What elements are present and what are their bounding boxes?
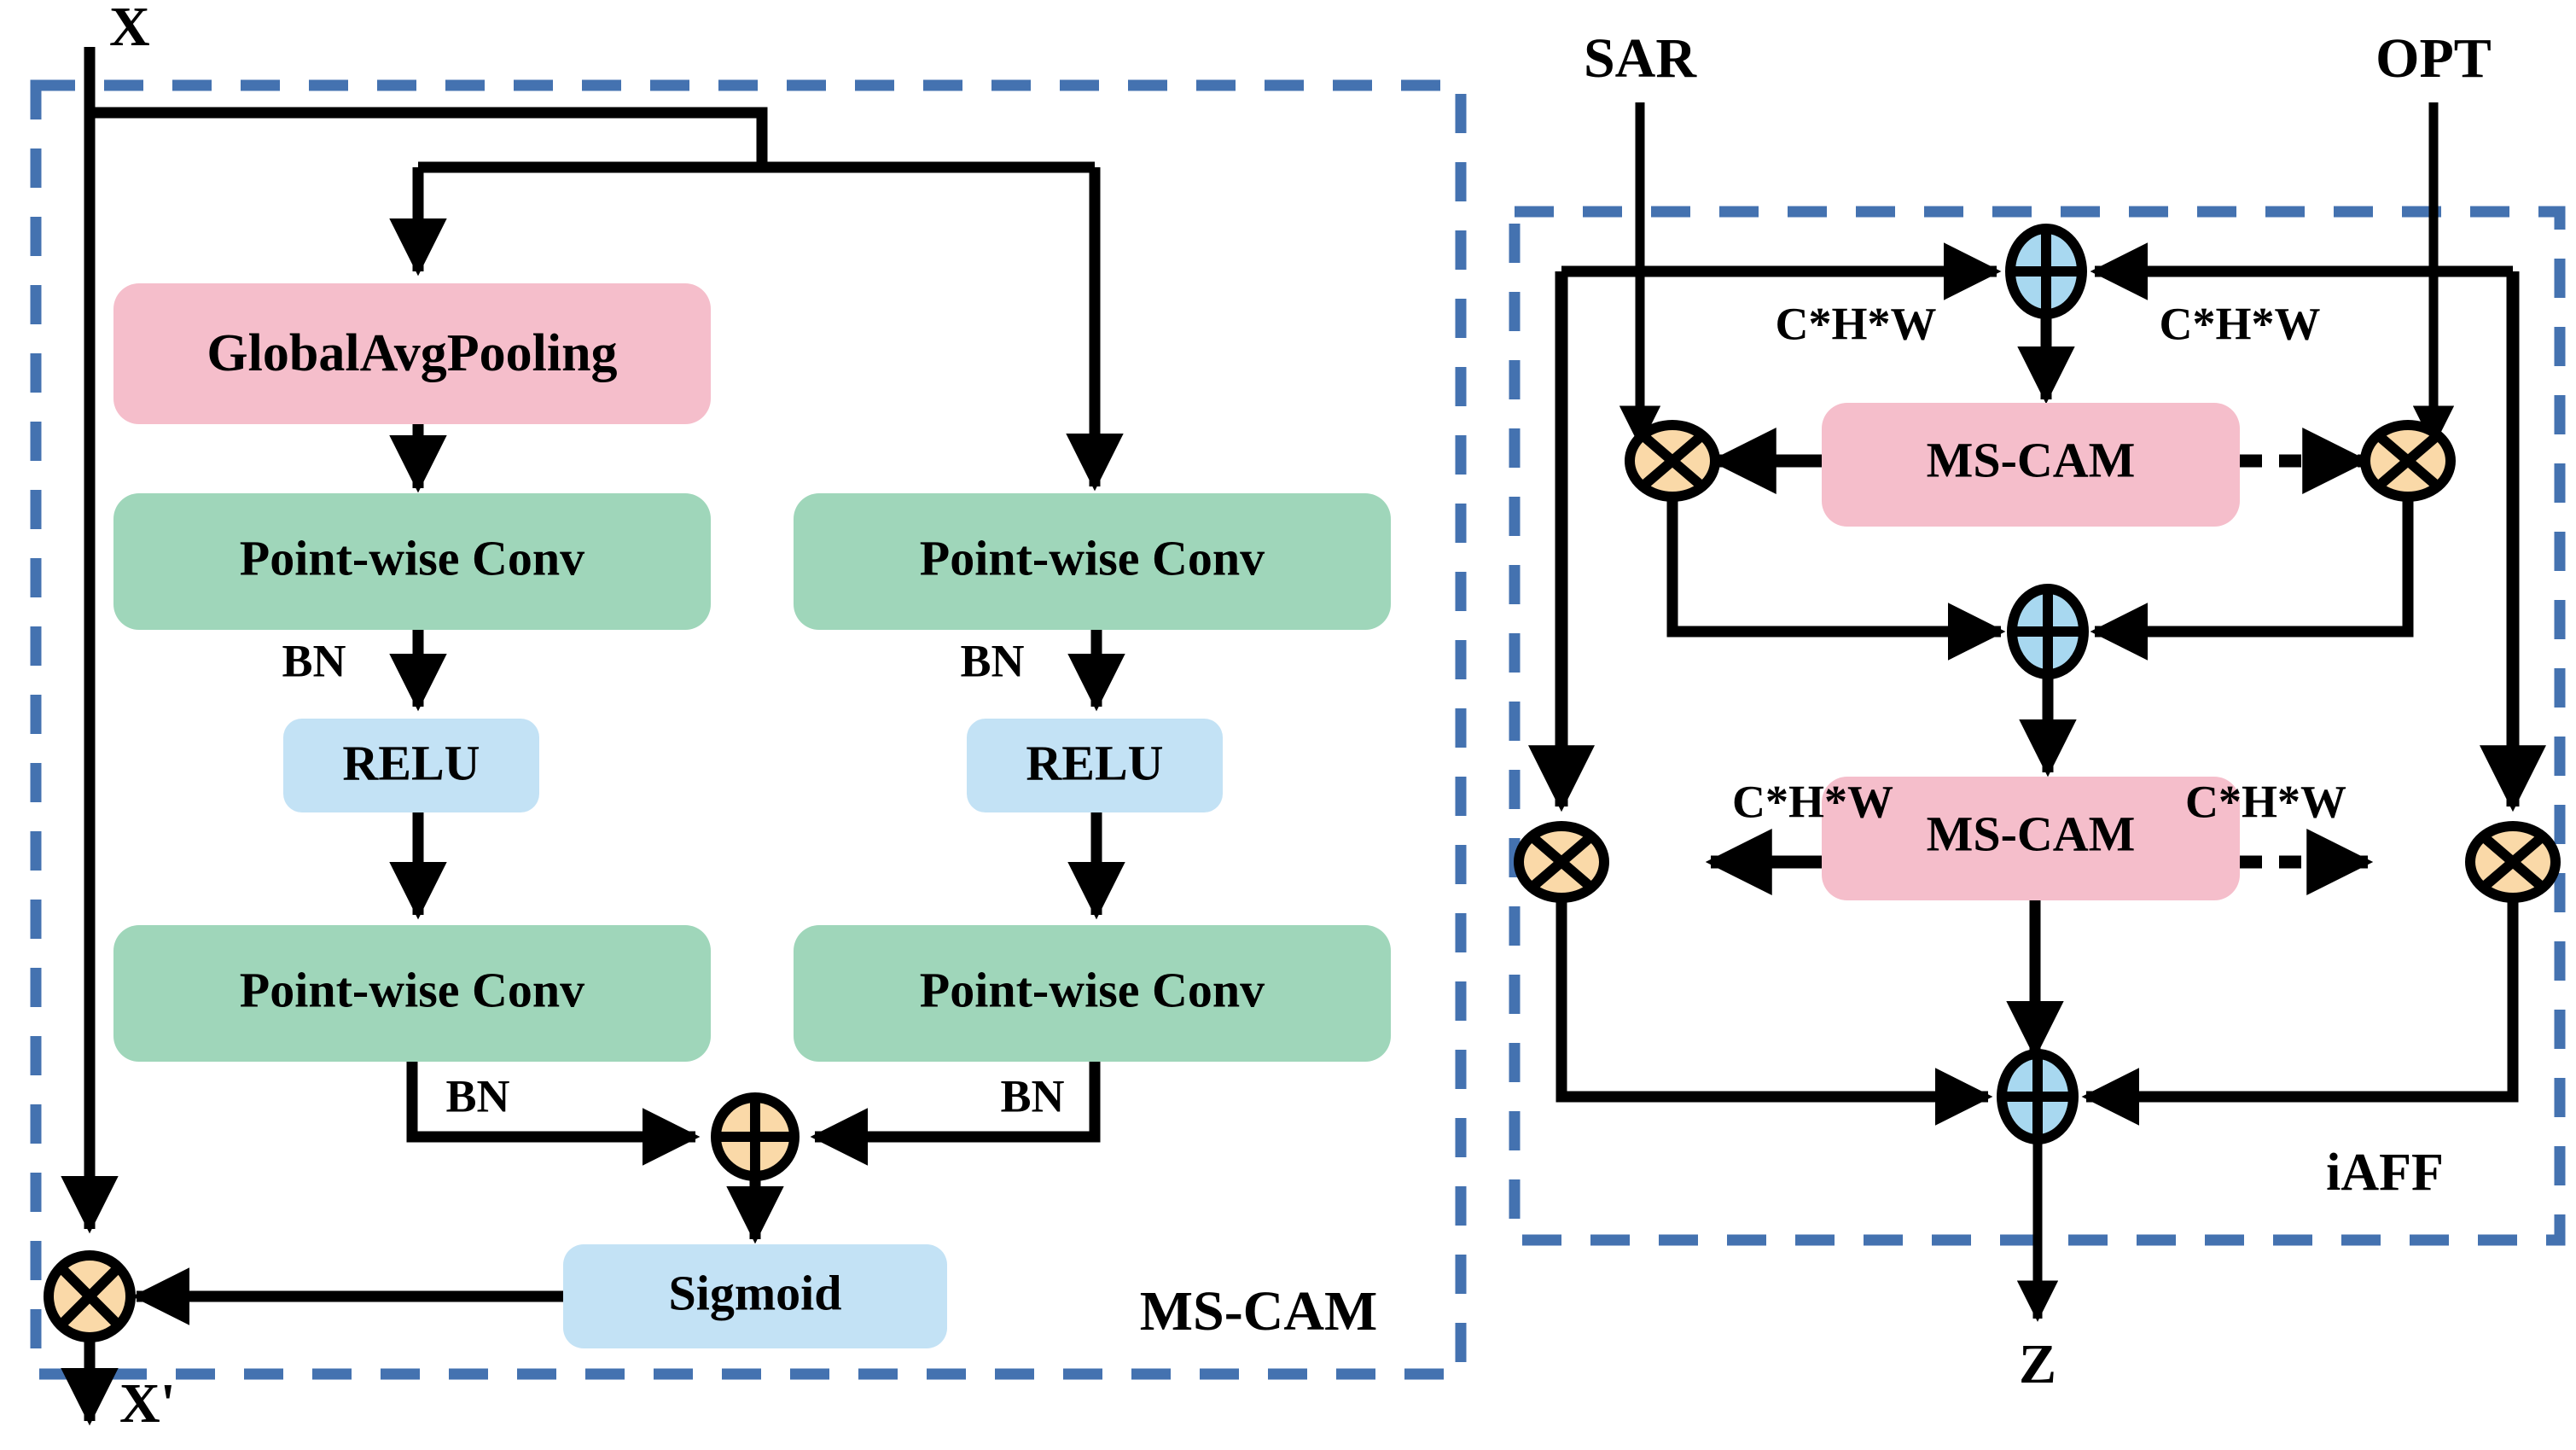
multiply-operator-lower-left xyxy=(1514,821,1609,903)
relu-left-block xyxy=(283,719,539,812)
pointwise-conv-right-2-block xyxy=(794,925,1391,1062)
pointwise-conv-right-1-block xyxy=(794,493,1391,630)
input-label-x: X xyxy=(109,0,150,58)
bn-right-2-path xyxy=(810,1062,1101,1166)
add-operator-middle xyxy=(2007,584,2089,679)
ms-cam-panel-caption: MS-CAM xyxy=(1140,1280,1378,1342)
ms-cam-group-border xyxy=(30,79,1467,1380)
relu-right-block xyxy=(967,719,1223,812)
input-branch-upper xyxy=(90,107,768,167)
output-label-x-prime: X' xyxy=(119,1372,176,1435)
multiply-operator-upper-left xyxy=(1625,420,1720,502)
iaff-panel-caption: iAFF xyxy=(2326,1144,2444,1202)
sigmoid-block xyxy=(563,1244,947,1348)
pointwise-conv-left-2-block xyxy=(113,925,711,1062)
ms-cam-lower-block xyxy=(1822,777,2240,900)
lower-left-multiply-to-bottom-add xyxy=(1555,898,1993,1126)
upper-left-multiply-to-middle-add xyxy=(1666,497,2006,661)
global-avg-pooling-block xyxy=(113,283,711,424)
input-label-opt: OPT xyxy=(2375,27,2492,90)
multiply-operator-mscam xyxy=(44,1250,136,1342)
add-operator-bottom xyxy=(1997,1049,2079,1144)
add-operator-top xyxy=(2005,224,2087,319)
output-label-z: Z xyxy=(2019,1333,2056,1395)
upper-right-multiply-to-middle-add xyxy=(2090,497,2414,661)
multiply-operator-lower-right xyxy=(2465,821,2561,903)
lower-right-multiply-to-bottom-add xyxy=(2081,898,2519,1126)
bn-left-2-path xyxy=(406,1062,701,1166)
pointwise-conv-left-1-block xyxy=(113,493,711,630)
input-label-sar: SAR xyxy=(1584,27,1697,90)
add-operator-mscam xyxy=(711,1092,800,1181)
multiply-operator-upper-right xyxy=(2360,420,2456,502)
ms-cam-upper-block xyxy=(1822,403,2240,527)
